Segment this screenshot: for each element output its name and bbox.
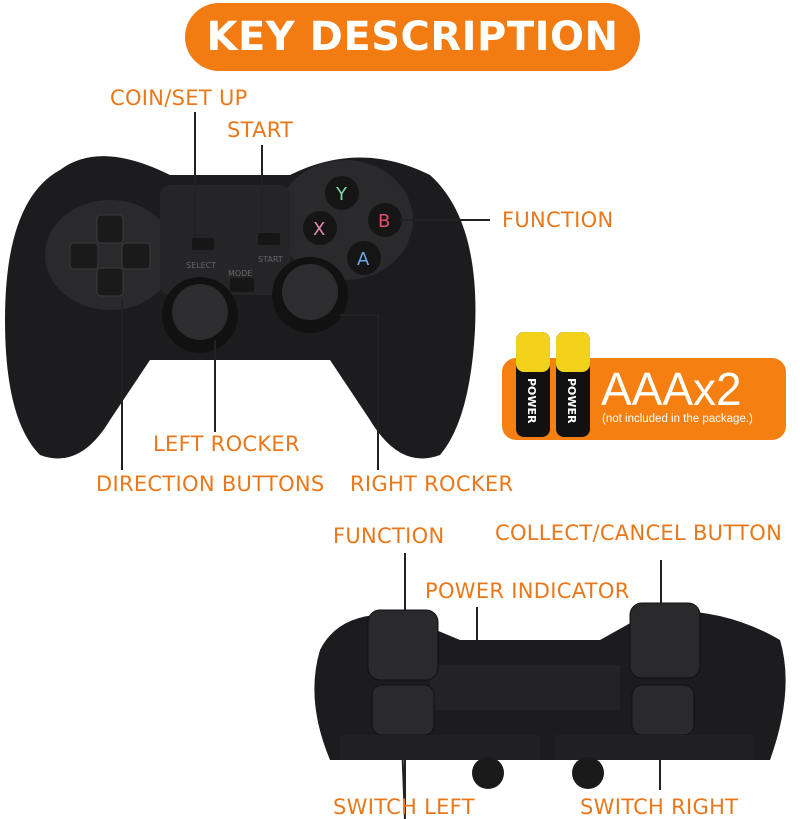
label-switch-left: SWITCH LEFT	[333, 795, 475, 819]
label-coin-setup: COIN/SET UP	[110, 86, 248, 110]
battery-note: (not included in the package.)	[602, 413, 753, 425]
label-start: START	[227, 118, 294, 142]
svg-text:Y: Y	[335, 184, 348, 205]
label-left-rocker: LEFT ROCKER	[153, 432, 300, 456]
label-function-bottom: FUNCTION	[333, 524, 445, 548]
top-controller: SELECT START MODE Y X B A	[5, 156, 476, 459]
label-switch-right: SWITCH RIGHT	[580, 795, 739, 819]
mode-print: MODE	[228, 269, 252, 278]
battery-graphics: POWER POWER	[502, 332, 786, 440]
svg-text:POWER: POWER	[565, 378, 578, 424]
svg-text:POWER: POWER	[525, 378, 538, 424]
svg-text:B: B	[378, 211, 390, 232]
svg-text:A: A	[357, 249, 370, 270]
label-power-indicator: POWER INDICATOR	[425, 579, 630, 603]
face-buttons: Y X B A	[303, 176, 402, 275]
svg-text:X: X	[313, 219, 325, 240]
bottom-controller	[314, 602, 786, 789]
label-direction-buttons: DIRECTION BUTTONS	[96, 472, 325, 496]
dpad	[69, 214, 151, 297]
label-collect-cancel: COLLECT/CANCEL BUTTON	[495, 521, 783, 545]
title-banner: KEY DESCRIPTION	[185, 3, 640, 71]
select-print: SELECT	[186, 261, 216, 270]
label-right-rocker: RIGHT ROCKER	[350, 472, 514, 496]
label-function-top: FUNCTION	[502, 208, 614, 232]
start-print: START	[258, 255, 283, 264]
battery-label: AAAx2	[601, 363, 742, 415]
